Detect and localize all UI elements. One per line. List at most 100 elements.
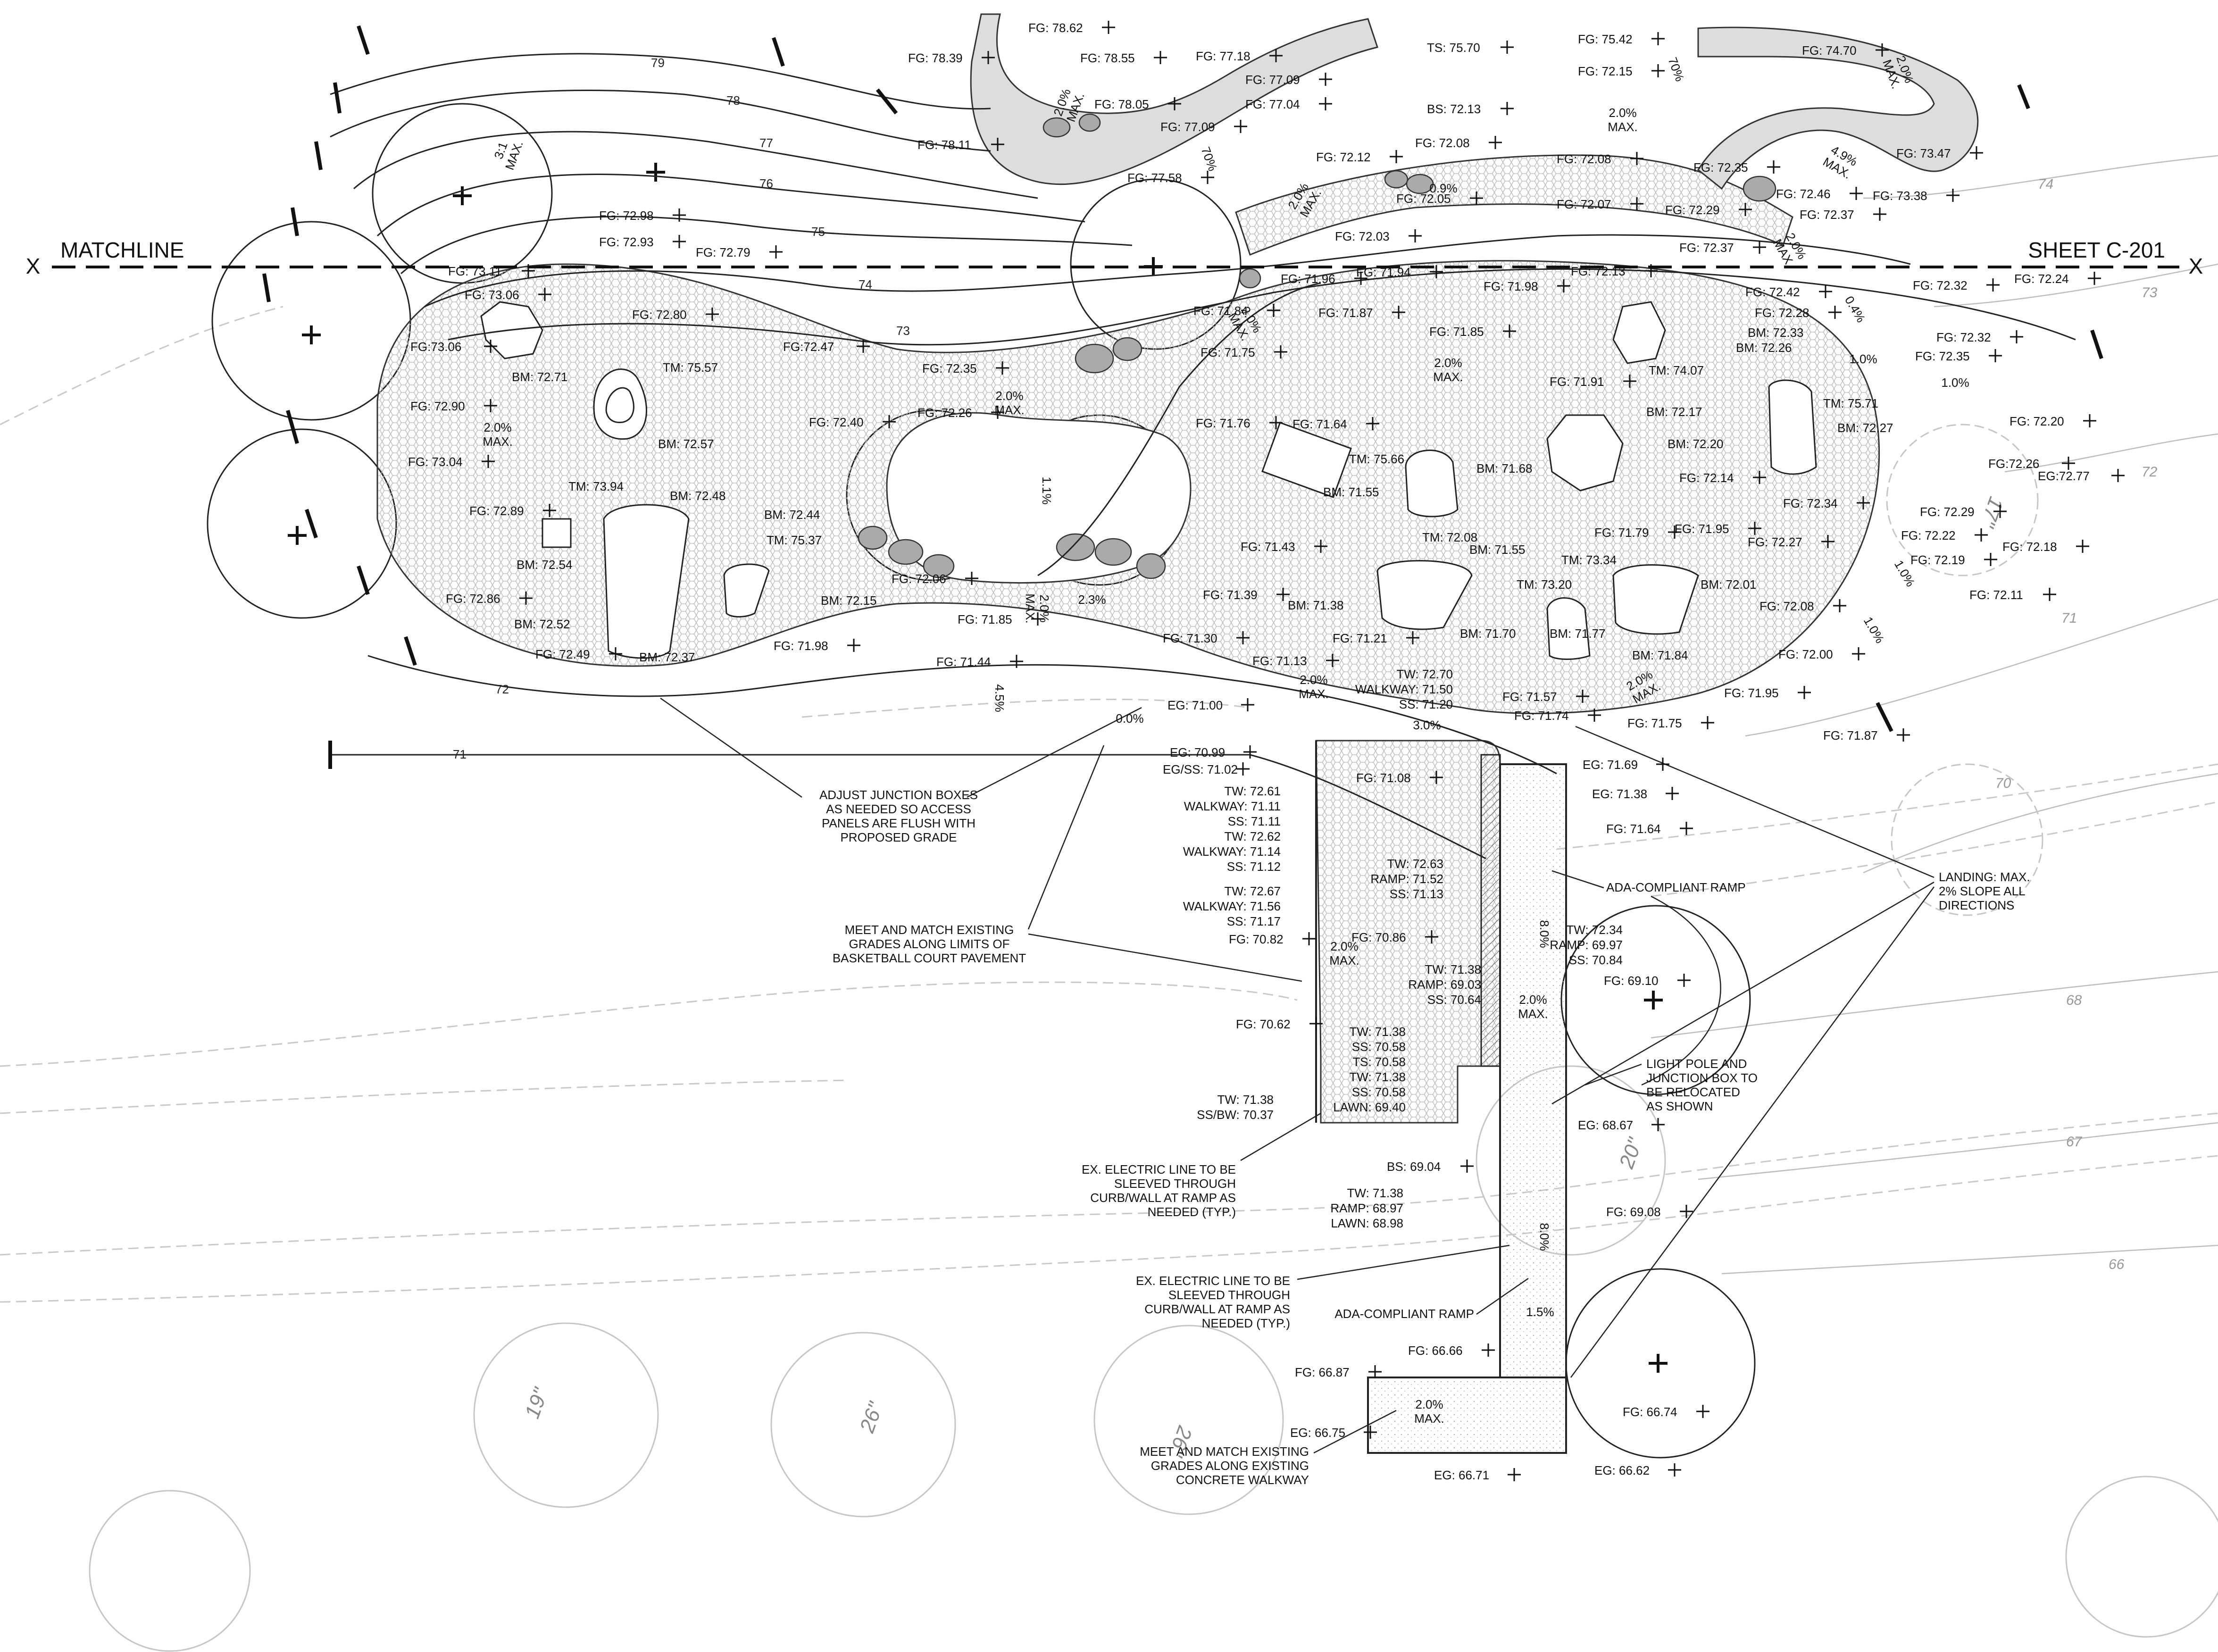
play-mounds <box>593 368 1817 660</box>
slope-line: 70% <box>1665 55 1687 83</box>
spot-marker-icon <box>1623 375 1636 388</box>
slope-line: 0.9% <box>1429 181 1457 195</box>
callout-line: WALKWAY: 71.11 <box>1184 799 1281 813</box>
callout-line: TW: 72.62 <box>1225 829 1281 843</box>
spot-marker-icon <box>1656 758 1669 771</box>
wall-elevation-bm-71-55b: BM: 71.55 <box>1469 542 1526 557</box>
spot-elevation-fg-72-28: FG: 72.28 <box>1755 306 1809 320</box>
spot-marker-icon <box>1748 522 1761 535</box>
slope-label-slope-2pct-f: 2.0%MAX. <box>483 420 513 449</box>
slope-line: 2.0% <box>1300 673 1327 687</box>
spot-elevation-fg-71-08: FG: 71.08 <box>1356 771 1411 785</box>
svg-text:72: 72 <box>2142 464 2158 480</box>
spot-elevation-fg-78-11: FG: 78.11 <box>917 138 971 152</box>
note-line: AS SHOWN <box>1646 1099 1713 1113</box>
note-line: AS NEEDED SO ACCESS <box>826 802 971 816</box>
spot-elevation-fg-71-98a: FG: 71.98 <box>774 639 828 653</box>
svg-text:68: 68 <box>2066 993 2082 1008</box>
slope-label-slope-1-1: 1.1% <box>1040 476 1054 504</box>
spot-elevation-fg-72-80: FG: 72.80 <box>632 308 687 322</box>
wall-elevation-bm-72-44: BM: 72.44 <box>764 508 820 522</box>
wall-elevation-bm-71-77: BM: 71.77 <box>1550 626 1606 641</box>
spot-elevation-fg-70-82: FG: 70.82 <box>1229 932 1284 946</box>
spot-elevation-fg-78-05: FG: 78.05 <box>1094 97 1149 111</box>
spot-elevation-fg-72-49: FG: 72.49 <box>535 647 590 661</box>
spot-marker-icon <box>482 455 495 468</box>
spot-marker-icon <box>1644 264 1658 277</box>
spot-marker-icon <box>1314 540 1327 553</box>
spot-marker-icon <box>1651 1118 1665 1131</box>
spot-elevation-fg-73-11: FG: 73.11 <box>448 264 502 278</box>
slope-line: 2.3% <box>1078 592 1106 607</box>
spot-marker-icon <box>1010 655 1023 668</box>
callout-line: RAMP: 71.52 <box>1370 872 1443 886</box>
spot-marker-icon <box>1680 1205 1693 1218</box>
svg-text:74: 74 <box>859 277 872 292</box>
spot-elevation-fg-71-43: FG: 71.43 <box>1241 540 1295 554</box>
slope-line: 2.0% <box>1434 356 1462 370</box>
wall-elevation-tm-72-08: TM: 72.08 <box>1422 530 1477 544</box>
slope-line: MAX. <box>1433 370 1463 384</box>
spot-elevation-fg-75-42: FG: 75.42 <box>1578 32 1633 46</box>
spot-marker-icon <box>1234 120 1247 133</box>
svg-text:17": 17" <box>1976 494 2008 532</box>
spot-elevation-fg-71-94: FG: 71.94 <box>1356 265 1411 279</box>
spot-elevation-fg-72-90: FG: 72.90 <box>410 399 465 413</box>
spot-marker-icon <box>883 415 896 428</box>
spot-marker-icon <box>1508 1468 1521 1481</box>
wall-elevation-tm-75-71: TM: 75.71 <box>1823 396 1878 410</box>
svg-text:66: 66 <box>2109 1257 2125 1272</box>
slope-label-slope-8-0b: 8.0% <box>1537 1223 1551 1251</box>
spot-elevation-fg-72-11: FG: 72.11 <box>1969 588 2023 602</box>
spot-elevation-fg-71-76: FG: 71.76 <box>1196 416 1251 430</box>
spot-elevation-fg-72-89: FG: 72.89 <box>469 504 524 518</box>
slope-line: MAX. <box>1329 953 1359 968</box>
spot-marker-icon <box>1319 97 1332 110</box>
spot-marker-icon <box>1651 32 1665 45</box>
svg-text:67: 67 <box>2066 1134 2083 1150</box>
spot-elevation-fg-77-18: FG: 77.18 <box>1196 49 1251 63</box>
callout-line: SS: 71.11 <box>1228 814 1281 828</box>
callout-line: LAWN: 69.40 <box>1333 1100 1406 1114</box>
spot-elevation-fg-72-27: FG: 72.27 <box>1748 535 1802 549</box>
slope-label-slope-1-5: 1.5% <box>1526 1305 1554 1319</box>
spot-marker-icon <box>1946 189 1960 202</box>
callout-line: SS: 71.20 <box>1399 697 1453 711</box>
matchline-end-left: X <box>26 254 41 278</box>
slope-line: 1.0% <box>1849 352 1877 366</box>
spot-marker-icon <box>1269 416 1283 429</box>
spot-marker-icon <box>1753 241 1766 254</box>
spot-elevation-fg-71-30: FG: 71.30 <box>1163 631 1217 645</box>
spot-marker-icon <box>2010 330 2023 343</box>
slope-line: MAX. <box>1518 1007 1548 1021</box>
slope-line: 2.0% <box>1330 939 1358 953</box>
spot-marker-icon <box>1739 203 1752 216</box>
wall-elevation-tm-75-57: TM: 75.57 <box>663 360 718 375</box>
spot-elevation-eg-ss-71-02: EG/SS: 71.02 <box>1163 762 1238 776</box>
spot-marker-icon <box>519 592 533 605</box>
spot-marker-icon <box>1798 686 1811 699</box>
spot-elevation-bs-72-13: BS: 72.13 <box>1427 102 1481 116</box>
slope-label-slope-2pct-n: 2.0%MAX. <box>1518 993 1548 1021</box>
proposed-contours <box>330 53 2076 859</box>
slope-line: 3.0% <box>1413 718 1441 732</box>
slope-line: 2.0% <box>1037 594 1051 622</box>
svg-text:70: 70 <box>1995 776 2011 791</box>
boulders <box>858 113 1776 579</box>
spot-elevation-fg-66-87: FG: 66.87 <box>1295 1365 1350 1379</box>
callout-line: SS: 70.64 <box>1427 993 1481 1007</box>
slope-line: MAX. <box>1299 687 1329 701</box>
spot-marker-icon <box>857 340 870 353</box>
spot-marker-icon <box>1267 304 1280 317</box>
spot-marker-icon <box>1666 787 1679 800</box>
slope-line: MAX. <box>1608 120 1638 134</box>
spot-marker-icon <box>1354 272 1367 285</box>
spot-elevation-fg-72-14: FG: 72.14 <box>1679 471 1734 485</box>
wall-elevation-bm-72-48: BM: 72.48 <box>670 489 726 503</box>
slope-label-slope-2pct-g: 2.0%MAX. <box>994 389 1025 417</box>
note-line: BASKETBALL COURT PAVEMENT <box>833 951 1026 965</box>
slope-line: 0.0% <box>1116 711 1143 726</box>
spot-marker-icon <box>1989 349 2002 362</box>
